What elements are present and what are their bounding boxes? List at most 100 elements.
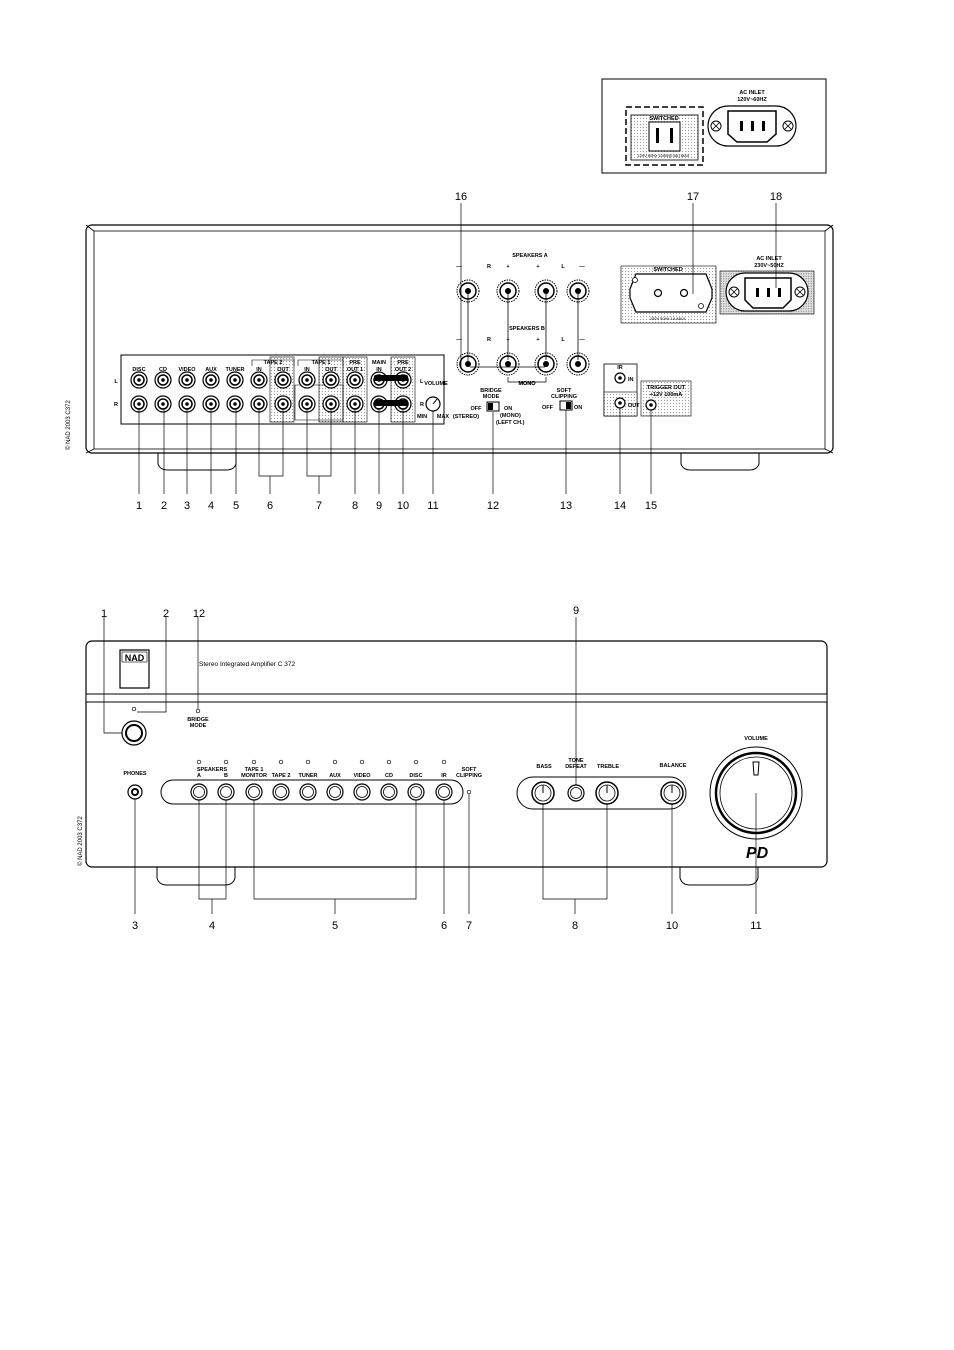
front-callout-3: 3 — [132, 920, 138, 932]
source-button[interactable] — [407, 783, 425, 801]
rear-callout-11: 11 — [427, 500, 438, 512]
label-pre-1: PRE — [349, 360, 361, 366]
bridge-mode-label: MODE — [483, 394, 500, 400]
rear-callout-14: 14 — [614, 500, 626, 512]
rear-callout-12: 12 — [487, 500, 499, 512]
rca-jack[interactable] — [250, 395, 268, 413]
rear-switched-rating: 230V 50Hz 1A MAX. — [650, 316, 686, 321]
treble-knob[interactable] — [595, 781, 619, 805]
rca-jack[interactable] — [178, 371, 196, 389]
label-ch-l: L — [114, 379, 118, 385]
label-ch-r-right: R — [420, 402, 424, 408]
tone-defeat-button[interactable] — [567, 784, 585, 802]
source-label: TAPE 2 — [272, 773, 291, 779]
indicator-led — [332, 759, 338, 765]
rca-jack[interactable] — [322, 371, 340, 389]
speaker-terminal-label: + — [506, 264, 509, 270]
source-button[interactable] — [217, 783, 235, 801]
rca-jack[interactable] — [154, 371, 172, 389]
speaker-terminal-label: R — [487, 264, 491, 270]
inset-ac-inlet-title: AC INLET — [739, 90, 765, 96]
front-copyright: © NAD 2003 C372 — [77, 816, 84, 866]
label-disc: DISC — [132, 367, 145, 373]
label-aux: AUX — [205, 367, 217, 373]
rca-jack[interactable] — [226, 371, 244, 389]
source-button[interactable] — [435, 783, 453, 801]
soft-clipping-led — [466, 789, 472, 795]
rear-ac-inlet-title: AC INLET — [756, 256, 782, 262]
source-label: AUX — [329, 773, 341, 779]
bass-label: BASS — [536, 764, 552, 770]
balance-knob[interactable] — [660, 781, 684, 805]
speakers-b-label: SPEAKERS B — [509, 326, 545, 332]
ac-inset: SWITCHED 120V 60Hz 100W(0.8A) MAX. AC IN… — [601, 78, 827, 174]
source-button[interactable] — [190, 783, 208, 801]
inset-switched-label: SWITCHED — [649, 116, 678, 122]
speakers-a-label: SPEAKERS A — [512, 253, 548, 259]
label-tape2-in: IN — [256, 367, 262, 373]
indicator-led — [278, 759, 284, 765]
speakers-b: B — [224, 773, 228, 779]
bass-knob[interactable] — [531, 781, 555, 805]
rca-jack[interactable] — [178, 395, 196, 413]
front-callout-5: 5 — [332, 920, 338, 932]
mono-label-text: MONO — [518, 381, 536, 387]
front-panel: © NAD 2003 C372 NAD Stereo Integrated Am… — [77, 605, 828, 932]
rear-callout-4: 4 — [208, 500, 214, 512]
source-button[interactable] — [353, 783, 371, 801]
rear-panel: © NAD 2003 C372 DISC CD VIDEO AUX TUNER … — [65, 191, 834, 512]
rear-callout-6: 6 — [267, 500, 273, 512]
front-callout-11: 11 — [750, 920, 761, 932]
rca-jack[interactable] — [202, 371, 220, 389]
rear-callout-10: 10 — [397, 500, 409, 512]
label-out2: OUT 2 — [395, 367, 411, 373]
rear-callout-9: 9 — [376, 500, 382, 512]
rca-jack[interactable] — [154, 395, 172, 413]
rear-callout-2: 2 — [161, 500, 167, 512]
speaker-terminal-label: — — [579, 337, 585, 343]
source-button[interactable] — [272, 783, 290, 801]
indicator-led — [441, 759, 447, 765]
front-callout-2: 2 — [163, 608, 169, 620]
rca-jack[interactable] — [130, 371, 148, 389]
rear-callout-16: 16 — [455, 191, 467, 203]
rca-jack[interactable] — [346, 371, 364, 389]
bridge-mode-led — [195, 708, 201, 714]
rca-jack[interactable] — [298, 371, 316, 389]
front-callout-6: 6 — [441, 920, 447, 932]
indicator-led — [251, 759, 257, 765]
rca-jack[interactable] — [130, 395, 148, 413]
rca-jack[interactable] — [322, 395, 340, 413]
label-ch-l-right: L — [420, 379, 424, 385]
phones-label: PHONES — [123, 771, 147, 777]
indicator-led — [196, 759, 202, 765]
source-button[interactable] — [326, 783, 344, 801]
tape1-label: TAPE 1 — [245, 767, 264, 773]
label-main-in: IN — [376, 367, 382, 373]
rca-jack[interactable] — [226, 395, 244, 413]
mono-label: MONO — [518, 381, 536, 387]
rca-jack[interactable] — [250, 371, 268, 389]
front-volume-label: VOLUME — [744, 736, 768, 742]
front-mode-label: MODE — [190, 723, 207, 729]
inset-switched-rating: 120V 60Hz 100W(0.8A) MAX. — [637, 153, 690, 158]
indicator-led — [386, 759, 392, 765]
clipping-label-front: CLIPPING — [456, 773, 482, 779]
source-button[interactable] — [245, 783, 263, 801]
source-button[interactable] — [299, 783, 317, 801]
speaker-terminal-label: — — [456, 337, 462, 343]
label-out1: OUT 1 — [347, 367, 363, 373]
front-callout-10: 10 — [666, 920, 678, 932]
label-tape1: TAPE 1 — [312, 360, 331, 366]
speaker-binding-post[interactable] — [566, 352, 590, 376]
rear-callout-15: 15 — [645, 500, 657, 512]
rear-callout-3: 3 — [184, 500, 190, 512]
rear-copyright: © NAD 2003 C372 — [65, 400, 72, 450]
bridge-stereo: (STEREO) — [453, 414, 479, 420]
front-callout-8: 8 — [572, 920, 578, 932]
label-pre-2: PRE — [397, 360, 409, 366]
rca-jack[interactable] — [274, 371, 292, 389]
model-name: Stereo Integrated Amplifier C 372 — [199, 661, 295, 668]
source-button[interactable] — [380, 783, 398, 801]
